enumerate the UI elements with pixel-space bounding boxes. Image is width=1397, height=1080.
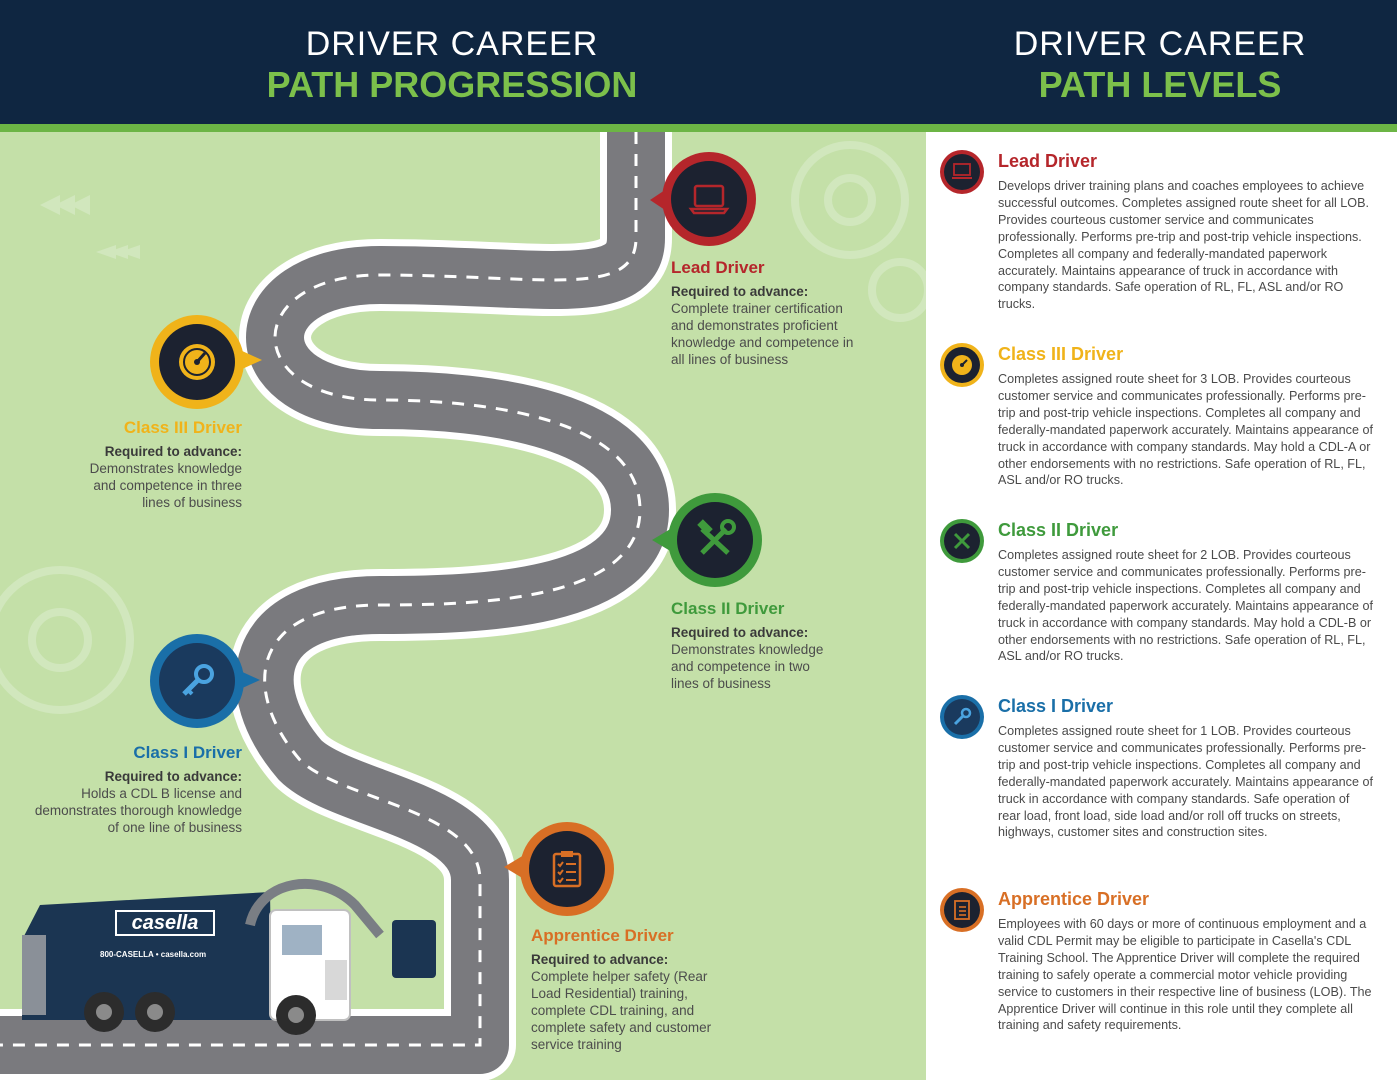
- road-centerline: [0, 132, 642, 1047]
- arrow-decoration-icon: [40, 195, 140, 259]
- levels-title-line2: PATH LEVELS: [1038, 64, 1282, 105]
- lead-stage-requirement: Complete trainer certification and demon…: [671, 301, 854, 367]
- tools-icon: [953, 532, 971, 550]
- header-stripe: [0, 124, 1397, 132]
- level-class3-name: Class III Driver: [998, 344, 1124, 364]
- lead-stage-name: Lead Driver: [671, 258, 765, 277]
- level-class1-description: Completes assigned route sheet for 1 LOB…: [998, 724, 1373, 840]
- header-bar: [0, 0, 1397, 124]
- apprentice-pin: [520, 822, 614, 916]
- lead-pin: [662, 152, 756, 246]
- class2-stage-name: Class II Driver: [671, 599, 785, 618]
- level-apprentice-badge: [940, 888, 984, 932]
- levels-title: DRIVER CAREER PATH LEVELS: [940, 24, 1380, 106]
- class2-stage-required-label: Required to advance:: [671, 625, 809, 640]
- gauge-icon: [952, 355, 972, 375]
- class3-stage-requirement: Demonstrates knowledge and competence in…: [89, 461, 242, 510]
- apprentice-stage-required-label: Required to advance:: [531, 952, 669, 967]
- tools-icon: [697, 519, 736, 555]
- lead-stage: Lead Driver Required to advance: Complet…: [671, 257, 856, 368]
- class2-stage-requirement: Demonstrates knowledge and competence in…: [671, 642, 824, 691]
- key-icon: [182, 664, 214, 696]
- progression-title-line1: DRIVER CAREER: [305, 25, 599, 63]
- apprentice-stage: Apprentice Driver Required to advance: C…: [531, 925, 731, 1053]
- class3-stage-required-label: Required to advance:: [104, 444, 242, 459]
- level-class3-description: Completes assigned route sheet for 3 LOB…: [998, 372, 1373, 488]
- class2-pin: [668, 493, 762, 587]
- level-class2-badge: [940, 519, 984, 563]
- class1-stage-requirement: Holds a CDL B license and demonstrates t…: [34, 786, 242, 835]
- apprentice-stage-requirement: Complete helper safety (Rear Load Reside…: [531, 969, 712, 1052]
- levels-panel: [926, 132, 1397, 1080]
- level-class1-name: Class I Driver: [998, 696, 1114, 716]
- class1-stage: Class I Driver Required to advance: Hold…: [22, 742, 242, 836]
- progression-title: DRIVER CAREER PATH PROGRESSION: [232, 24, 672, 106]
- class2-pointer: [652, 528, 672, 552]
- road-scene: [0, 132, 926, 1080]
- apprentice-stage-name: Apprentice Driver: [531, 926, 674, 945]
- class3-pin: [150, 315, 244, 409]
- level-apprentice-description: Employees with 60 days or more of contin…: [998, 917, 1372, 1033]
- truck-phone: 800-CASELLA • casella.com: [100, 950, 207, 959]
- class2-stage: Class II Driver Required to advance: Dem…: [671, 598, 841, 692]
- lead-stage-required-label: Required to advance:: [671, 284, 809, 299]
- clipboard-icon: [954, 900, 970, 920]
- level-apprentice-name: Apprentice Driver: [998, 889, 1150, 909]
- key-icon: [953, 707, 972, 726]
- class1-pin: [150, 634, 244, 728]
- laptop-icon: [688, 184, 730, 215]
- truck-logo: casella: [115, 910, 215, 936]
- level-lead-description: Develops driver training plans and coach…: [998, 179, 1369, 312]
- class1-stage-required-label: Required to advance:: [104, 769, 242, 784]
- level-lead-badge: [940, 150, 984, 194]
- gauge-icon: [179, 344, 215, 380]
- level-class2-name: Class II Driver: [998, 520, 1119, 540]
- class1-stage-name: Class I Driver: [133, 743, 242, 762]
- level-class1-badge: [940, 695, 984, 739]
- garbage-truck: [22, 879, 436, 1035]
- progression-title-line2: PATH PROGRESSION: [266, 64, 638, 105]
- level-lead-name: Lead Driver: [998, 151, 1098, 171]
- level-class3-badge: [940, 343, 984, 387]
- levels-title-line1: DRIVER CAREER: [1013, 25, 1307, 63]
- class3-stage-name: Class III Driver: [123, 418, 242, 437]
- laptop-icon: [952, 163, 972, 179]
- level-class2-description: Completes assigned route sheet for 2 LOB…: [998, 548, 1373, 664]
- clipboard-icon: [552, 851, 582, 888]
- gear-decoration-icon: [0, 141, 926, 714]
- class3-stage: Class III Driver Required to advance: De…: [72, 417, 242, 511]
- apprentice-pointer: [504, 855, 524, 879]
- class3-pointer: [240, 350, 262, 370]
